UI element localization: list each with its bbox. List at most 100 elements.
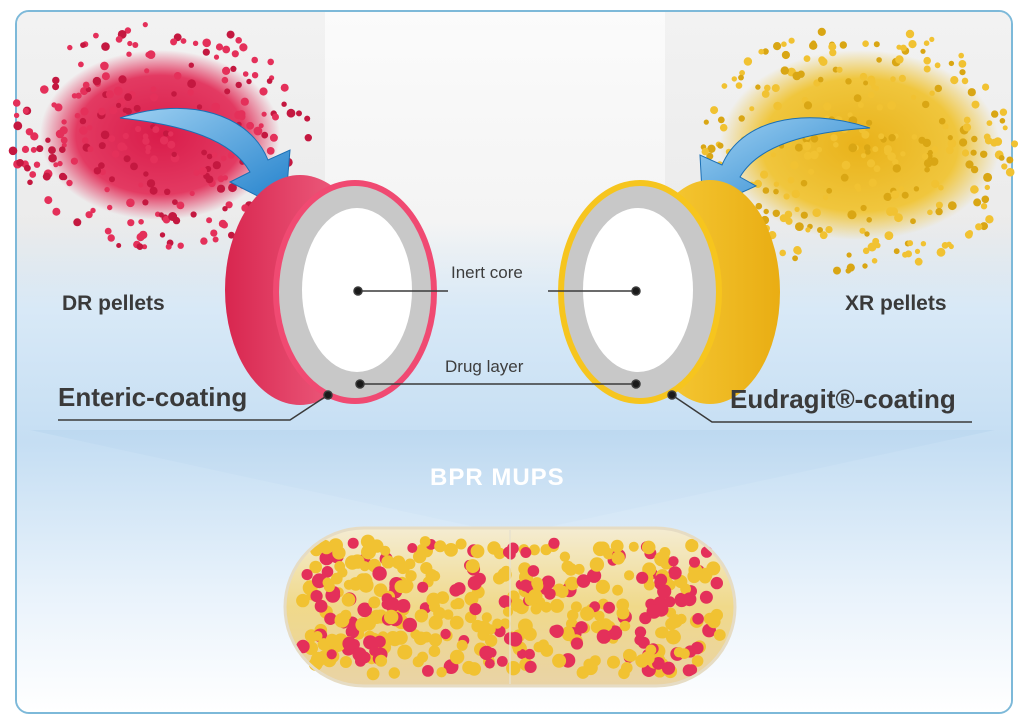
pellet-dot: [206, 217, 213, 224]
capsule-pellet: [359, 561, 370, 572]
pellet-dot: [860, 204, 867, 212]
pellet-dot: [923, 40, 930, 46]
pellet-dot: [840, 173, 849, 182]
pellet-dot: [927, 209, 933, 216]
capsule-pellet: [375, 654, 388, 667]
pellet-dot: [61, 142, 67, 148]
capsule-pellet: [531, 577, 543, 589]
capsule-pellet: [559, 551, 571, 562]
pellet-dot: [816, 146, 823, 153]
pellet-dot: [226, 30, 235, 39]
pellet-dot: [999, 118, 1006, 124]
capsule-pellet: [323, 580, 335, 593]
capsule-pellet: [370, 539, 384, 553]
pellet-dot: [825, 226, 833, 234]
pellet-dot: [81, 137, 89, 144]
pellet-dot: [87, 146, 94, 153]
capsule-pellet: [320, 542, 333, 555]
pellet-dot: [920, 48, 926, 54]
pellet-dot: [101, 72, 110, 81]
capsule-pellet: [598, 618, 613, 632]
pellet-dot: [180, 38, 187, 44]
capsule-pellet: [366, 667, 380, 681]
pellet-dot: [984, 184, 990, 191]
capsule-pellet: [319, 551, 334, 566]
capsule-pellet: [384, 609, 399, 625]
pellet-dot: [887, 152, 896, 161]
capsule-pellet: [314, 599, 328, 613]
pellet-dot: [981, 195, 990, 204]
capsule: [283, 526, 737, 688]
pellet-dot: [817, 227, 823, 233]
pellet-dot: [61, 119, 67, 125]
pellet-dot: [810, 150, 819, 160]
pellet-dot: [878, 133, 885, 140]
pellet-dot: [833, 266, 841, 275]
pellet-dot: [703, 119, 709, 125]
capsule-pellet: [580, 606, 595, 621]
pellet-dot: [201, 149, 208, 156]
capsule-pellet: [612, 584, 623, 596]
capsule-pellet: [436, 667, 447, 678]
capsule-pellet: [363, 635, 378, 650]
pellet-dot: [847, 112, 853, 118]
pellet-dot: [781, 50, 791, 60]
capsule-pellet: [492, 618, 503, 629]
capsule-pellet: [623, 648, 636, 662]
pellet-dot: [773, 42, 782, 51]
capsule-pellet: [524, 660, 537, 674]
capsule-pellet: [587, 568, 602, 583]
pellet-dot: [206, 153, 213, 160]
pellet-dot: [42, 172, 51, 181]
capsule-pellet: [426, 592, 441, 607]
pellet-dot: [225, 201, 233, 209]
capsule-pellet: [453, 597, 465, 610]
capsule-pellet: [607, 655, 620, 669]
capsule-pellet: [524, 648, 535, 660]
pellet-dot: [261, 111, 267, 117]
pellet-dot: [135, 125, 142, 133]
capsule-pellet: [419, 536, 431, 547]
capsule-pellet: [561, 560, 574, 573]
pellet-dot: [803, 101, 813, 110]
pellet-dot: [846, 252, 852, 258]
capsule-pellet: [680, 583, 691, 595]
pellet-dot: [176, 201, 185, 210]
pellet-dot: [193, 169, 200, 176]
pellet-dot: [935, 207, 943, 216]
pellet-dot: [54, 103, 63, 112]
pellet-dot: [266, 147, 275, 155]
pellet-dot: [222, 206, 228, 212]
pellet-dot: [792, 255, 798, 262]
pellet-dot: [133, 104, 141, 112]
capsule-pellet: [562, 626, 575, 639]
pellet-dot: [848, 143, 858, 153]
pellet-dot: [914, 248, 921, 254]
pellet-dot: [237, 110, 246, 118]
pellet-dot: [914, 257, 923, 266]
pellet-dot: [187, 79, 197, 89]
capsule-pellet: [332, 546, 346, 560]
capsule-pellet: [381, 555, 395, 569]
pellet-dot: [983, 172, 993, 182]
pellet-dot: [198, 167, 208, 176]
capsule-pellet: [524, 592, 538, 606]
pellet-dot: [27, 179, 33, 186]
pellet-dot: [212, 236, 219, 243]
pellet-dot: [280, 83, 289, 92]
pellet-dot: [163, 130, 170, 137]
pellet-dot: [239, 43, 248, 52]
pellet-dot: [90, 207, 96, 214]
capsule-pellet: [343, 579, 354, 590]
capsule-pellet: [610, 539, 624, 553]
pellet-dot: [126, 51, 132, 57]
capsule-pellet: [517, 649, 527, 659]
pellet-dot: [773, 188, 779, 195]
pellet-dot: [970, 149, 977, 156]
pellet-dot: [100, 130, 110, 140]
pellet-dot: [924, 166, 930, 173]
pellet-dot: [202, 48, 210, 56]
pellet-dot: [53, 162, 59, 168]
pellet-dot: [122, 145, 128, 151]
capsule-pellet: [573, 563, 585, 575]
